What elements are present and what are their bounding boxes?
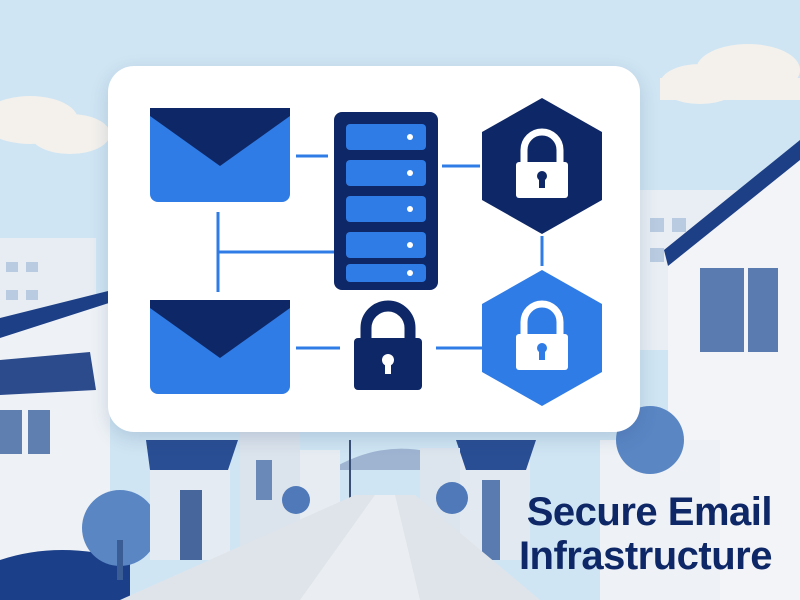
hexagon-lock-light bbox=[482, 270, 602, 406]
midright-roof bbox=[456, 440, 536, 470]
headline-line-2: Infrastructure bbox=[518, 534, 773, 578]
midleft-shrub bbox=[282, 486, 310, 514]
left-tower-windows bbox=[6, 262, 38, 300]
left-bush bbox=[0, 550, 130, 600]
headline-line-1: Secure Email bbox=[526, 490, 773, 534]
server-rack-icon bbox=[334, 112, 438, 290]
left-house-window-2 bbox=[28, 410, 50, 454]
envelope-icon-top bbox=[150, 108, 290, 202]
midleft-door bbox=[180, 490, 202, 560]
left-house-eave bbox=[0, 352, 96, 395]
connector-lines bbox=[216, 154, 544, 350]
left-tree bbox=[82, 490, 158, 566]
network-diagram bbox=[150, 98, 602, 406]
midleft-window bbox=[256, 460, 272, 500]
street-center bbox=[300, 495, 420, 600]
hexagon-lock-dark bbox=[482, 98, 602, 234]
diagram-card bbox=[108, 66, 640, 432]
right-house-roof bbox=[664, 140, 800, 266]
headline: Secure Email Infrastructure bbox=[472, 490, 773, 578]
midright-shrub bbox=[436, 482, 468, 514]
midright-door bbox=[482, 480, 500, 560]
left-tree-trunk bbox=[117, 540, 123, 580]
cloud-left bbox=[0, 96, 110, 154]
envelope-icon-bottom bbox=[150, 300, 290, 394]
left-house-window bbox=[0, 410, 22, 454]
midleft-roof bbox=[146, 440, 238, 470]
cloud-right bbox=[660, 44, 800, 104]
padlock-icon bbox=[520, 128, 564, 162]
right-house-window-2 bbox=[748, 268, 778, 352]
padlock-icon-center bbox=[354, 300, 422, 390]
padlock-icon bbox=[520, 300, 564, 334]
right-house-window bbox=[700, 268, 744, 352]
left-house-roof bbox=[0, 290, 112, 338]
street bbox=[120, 495, 540, 600]
